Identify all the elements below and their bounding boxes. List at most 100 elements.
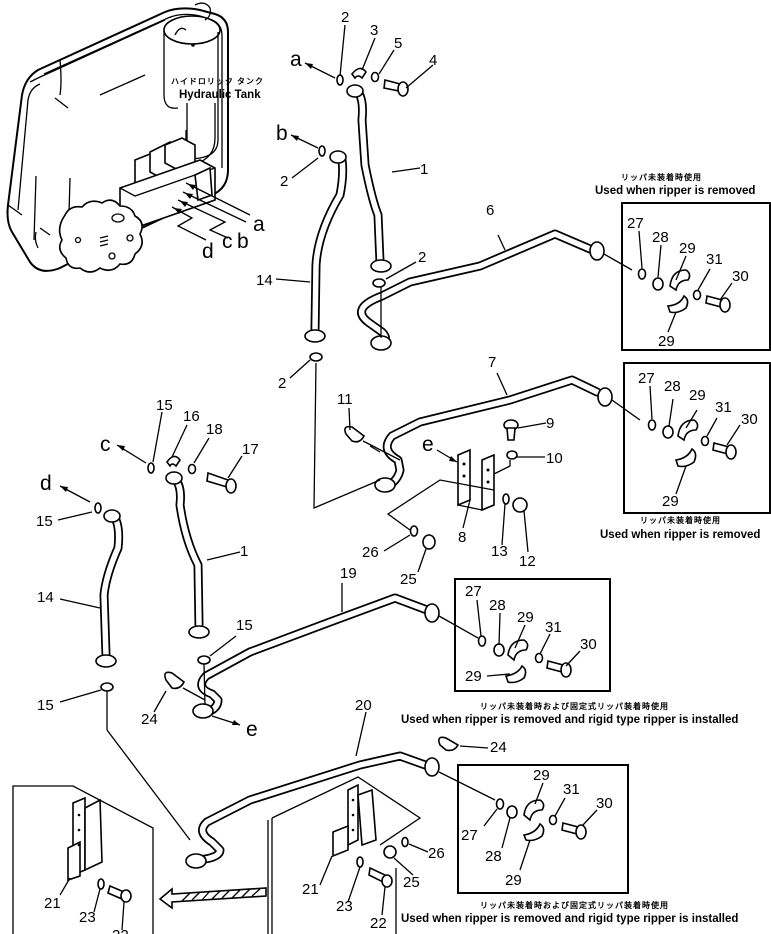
washer (506, 450, 518, 460)
inset-1-caption-jp: リッパ未装着時使用 (621, 172, 702, 182)
callout-23: 23 (79, 909, 96, 926)
split-flange (350, 67, 367, 80)
inset-4-caption-jp: リッパ未装着時および固定式リッパ装着時使用 (480, 900, 669, 910)
hydraulic-tank-illustration (6, 2, 251, 273)
callout-15: 15 (36, 513, 53, 530)
tank-label-en: Hydraulic Tank (179, 89, 261, 101)
clamp (438, 736, 460, 752)
connection-letter-a: a (290, 48, 302, 71)
callout-13: 13 (491, 543, 508, 560)
callout-12: 12 (519, 553, 536, 570)
port-letter-b: b (237, 230, 249, 253)
callout-16: 16 (183, 408, 200, 425)
callout-31: 31 (545, 619, 562, 636)
callout-31: 31 (706, 251, 723, 268)
connection-letter-d: d (40, 472, 52, 495)
callout-24: 24 (490, 739, 507, 756)
view-direction-arrow-icon (158, 887, 267, 910)
connection-letter-e: e (422, 433, 434, 456)
bolt (503, 419, 519, 441)
callout-4: 4 (429, 52, 437, 69)
inset-2-parts (647, 419, 737, 468)
callout-21: 21 (302, 881, 319, 898)
hose-14-upper (304, 150, 348, 343)
inset-3-caption-en: Used when ripper is removed and rigid ty… (401, 714, 738, 726)
inset-box-1 (621, 202, 771, 351)
o-ring (100, 682, 114, 692)
hose-14-lower (95, 509, 124, 668)
callout-2: 2 (341, 9, 349, 26)
callout-2: 2 (280, 173, 288, 190)
callout-29: 29 (517, 609, 534, 626)
callout-24: 24 (141, 711, 158, 728)
callout-14: 14 (256, 272, 273, 289)
pipe-7 (313, 362, 641, 509)
callout-29: 29 (679, 240, 696, 257)
bracket (67, 796, 103, 882)
callout-1: 1 (420, 161, 428, 178)
o-ring (309, 352, 323, 362)
inset-box-3 (454, 578, 611, 692)
inset-3-parts (477, 635, 572, 684)
washer (356, 856, 364, 868)
callout-31: 31 (563, 781, 580, 798)
o-ring (336, 74, 344, 86)
inset-box-4 (457, 764, 629, 894)
washer (401, 836, 409, 848)
bracket (332, 783, 377, 858)
callout-21: 21 (44, 895, 61, 912)
washer (409, 525, 419, 537)
callout-9: 9 (546, 415, 554, 432)
pipe-20 (185, 711, 496, 869)
callout-20: 20 (355, 697, 372, 714)
callout-27: 27 (627, 215, 644, 232)
tank-label-jp: ハイドロリック タンク (171, 76, 264, 86)
hose-1-lower (165, 471, 210, 639)
detail-view-frame (12, 785, 154, 934)
callout-17: 17 (242, 441, 259, 458)
callout-3: 3 (370, 22, 378, 39)
callout-28: 28 (652, 229, 669, 246)
callout-2: 2 (418, 249, 426, 266)
callout-22: 22 (370, 915, 387, 932)
bolt (383, 78, 409, 97)
washer (502, 493, 510, 505)
hose-1-upper (346, 84, 421, 273)
callout-15: 15 (37, 697, 54, 714)
o-ring (94, 502, 102, 514)
callout-11: 11 (337, 391, 353, 408)
callout-25: 25 (403, 874, 420, 891)
callout-29: 29 (505, 872, 522, 889)
clamp (344, 425, 366, 443)
lock-washer (370, 71, 380, 83)
callout-28: 28 (489, 597, 506, 614)
callout-29: 29 (658, 333, 675, 350)
callout-31: 31 (715, 399, 732, 416)
callout-18: 18 (206, 421, 223, 438)
washer (97, 878, 105, 890)
callout-6: 6 (486, 202, 494, 219)
callout-19: 19 (340, 565, 357, 582)
callout-2: 2 (278, 375, 286, 392)
bolt (107, 884, 132, 903)
inset-2-caption-jp: リッパ未装着時使用 (640, 515, 721, 525)
callout-26: 26 (362, 544, 379, 561)
port-letter-d: d (202, 240, 214, 263)
o-ring (318, 145, 326, 157)
callout-27: 27 (638, 370, 655, 387)
callout-29: 29 (533, 767, 550, 784)
callout-8: 8 (458, 529, 466, 546)
inset-1-parts (637, 268, 731, 314)
callout-22: 22 (112, 927, 129, 934)
callout-10: 10 (546, 450, 563, 467)
callout-29: 29 (689, 387, 706, 404)
inset-1-caption-en: Used when ripper is removed (595, 185, 755, 197)
o-ring (147, 462, 155, 474)
callout-29: 29 (662, 493, 679, 510)
callout-7: 7 (488, 354, 496, 371)
connection-letter-c: c (100, 433, 111, 456)
inset-2-caption-en: Used when ripper is removed (600, 529, 760, 541)
callout-1: 1 (240, 543, 248, 560)
lock-washer (187, 463, 197, 475)
inset-4-parts (495, 798, 587, 842)
